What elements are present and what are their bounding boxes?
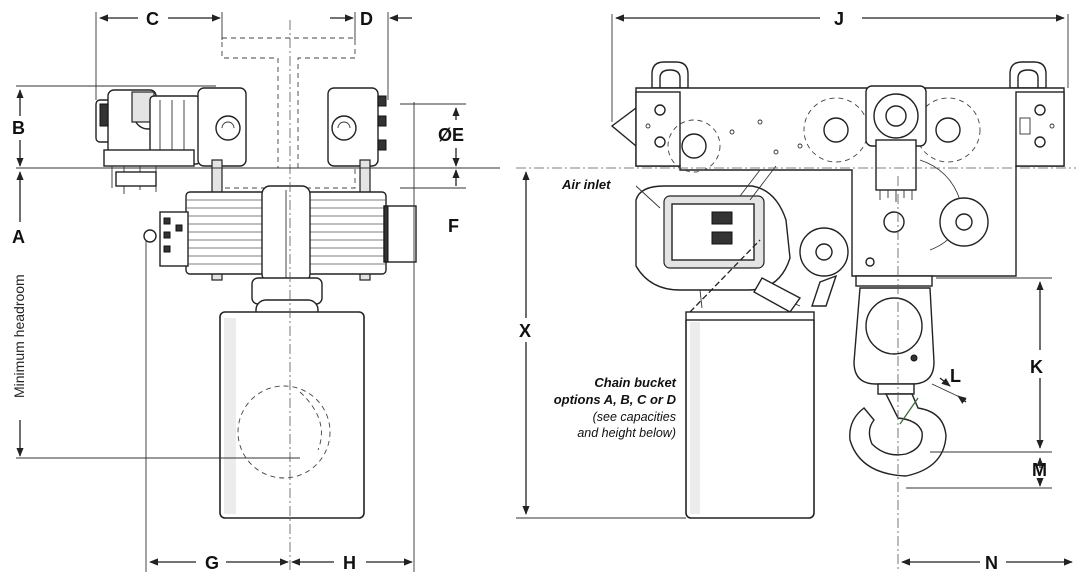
dim-label-d: D (360, 9, 373, 29)
chain-bucket-note-2: and height below) (577, 426, 676, 440)
dim-label-l: L (950, 366, 961, 386)
dim-label-b: B (12, 118, 25, 138)
load-hook (849, 275, 947, 477)
trolley-wheel-right (327, 87, 387, 167)
i-beam-outline (221, 37, 356, 189)
dim-label-x: X (519, 321, 531, 341)
dim-label-a: A (12, 227, 25, 247)
left-side-view: C D B A ØE F G H Minimum headroom (11, 9, 500, 573)
air-inlet-label: Air inlet (561, 177, 611, 192)
dim-label-k: K (1030, 357, 1043, 377)
dim-label-g: G (205, 553, 219, 573)
chain-bucket-options: options A, B, C or D (554, 392, 677, 407)
chain-bucket-left (219, 311, 365, 519)
air-motor (635, 165, 801, 309)
trolley-motor (95, 89, 201, 194)
dim-label-c: C (146, 9, 159, 29)
chain-bucket-title: Chain bucket (594, 375, 676, 390)
chain-bucket-right (685, 311, 815, 519)
dim-label-m: M (1032, 460, 1047, 480)
dim-label-j: J (834, 9, 844, 29)
dim-label-h: H (343, 553, 356, 573)
chain-bucket-note-1: (see capacities (593, 410, 676, 424)
dim-label-n: N (985, 553, 998, 573)
hoist-drum (143, 185, 417, 283)
trolley-wheel-left (197, 87, 247, 167)
minimum-headroom-label: Minimum headroom (11, 274, 27, 398)
dim-label-f: F (448, 216, 459, 236)
dim-label-e: ØE (438, 125, 464, 145)
right-side-view: J X K L M N Air inlet Chain bucket optio… (516, 9, 1076, 573)
control-valve (865, 85, 962, 251)
